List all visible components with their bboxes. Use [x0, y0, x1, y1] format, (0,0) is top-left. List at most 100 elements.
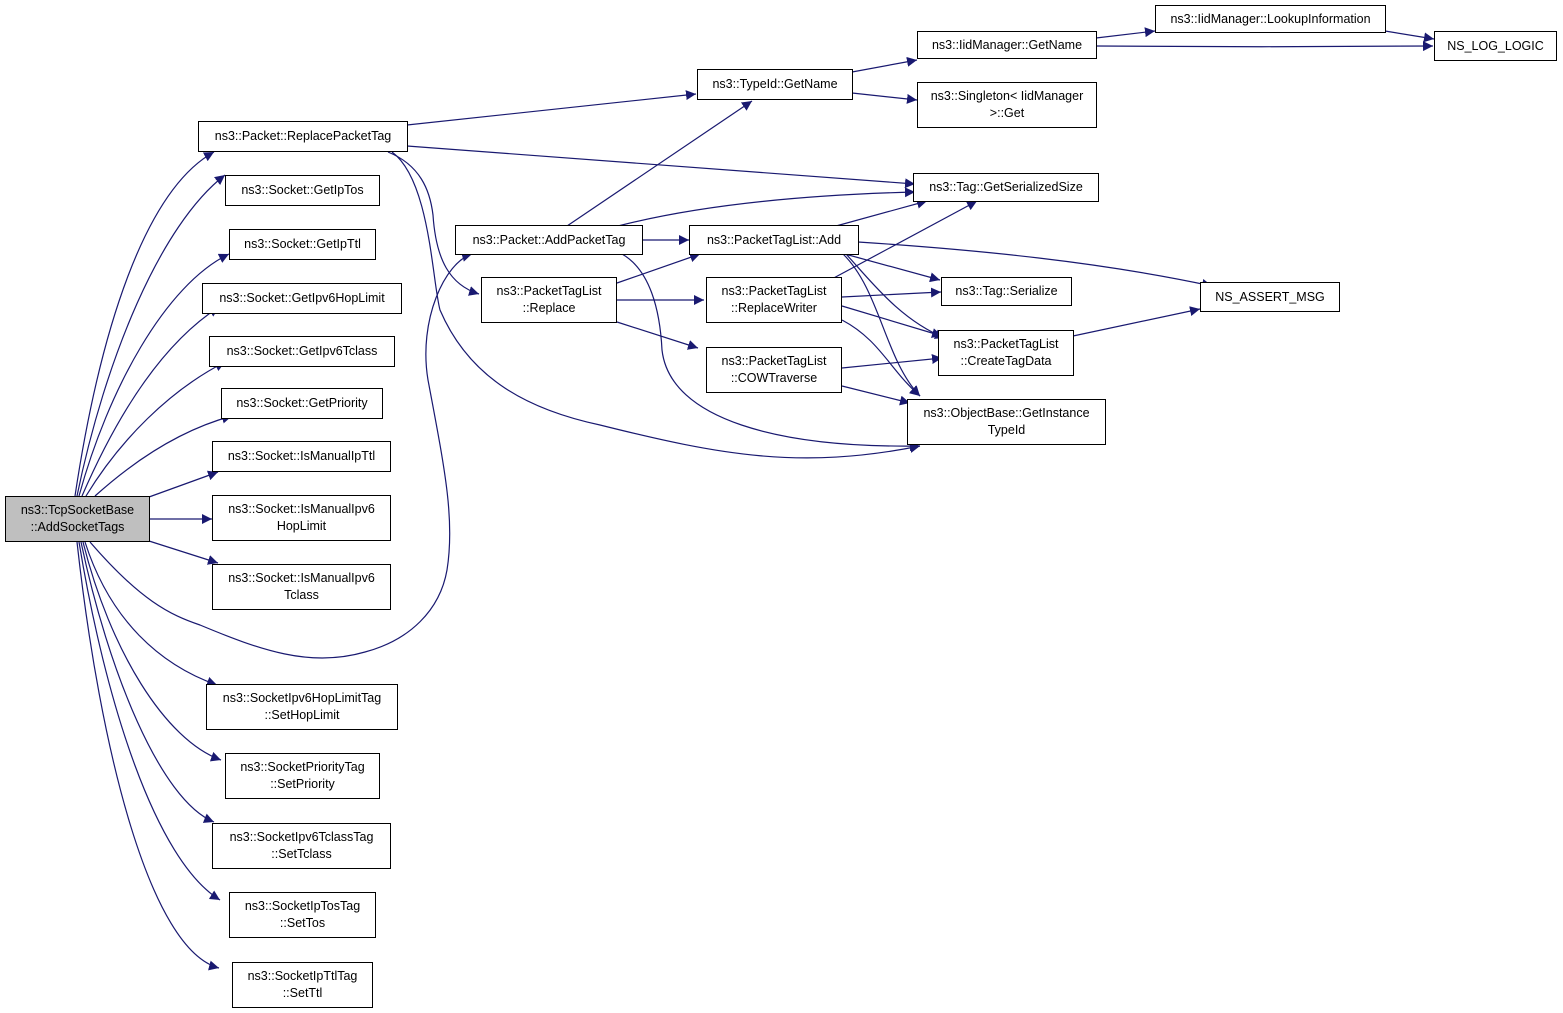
edge-root-is-manual-ipv6-tclass — [148, 540, 219, 565]
edge-iid-get-name-ns-log-logic — [1095, 41, 1434, 52]
node-socket-ipv6-tclass-tag-set-tclass[interactable]: ns3::SocketIpv6TclassTag::SetTclass — [212, 823, 391, 869]
node-label-line: ns3::TypeId::GetName — [712, 77, 838, 91]
node-socket-get-ip-tos[interactable]: ns3::Socket::GetIpTos — [225, 175, 380, 206]
node-tcp-socket-base-add-socket-tags[interactable]: ns3::TcpSocketBase::AddSocketTags — [5, 496, 150, 542]
node-packet-tag-list-replace-writer[interactable]: ns3::PacketTagList::ReplaceWriter — [706, 277, 842, 323]
edge-root-get-ipv6-hop-limit — [81, 306, 220, 497]
node-socket-priority-tag-set-priority[interactable]: ns3::SocketPriorityTag::SetPriority — [225, 753, 380, 799]
edge-root-get-ip-ttl — [78, 253, 230, 497]
node-label-line: ns3::Tag::GetSerializedSize — [929, 180, 1083, 194]
node-socket-is-manual-ip-ttl[interactable]: ns3::Socket::IsManualIpTtl — [212, 441, 391, 472]
node-label-line: ns3::SocketIpTosTag — [244, 899, 361, 913]
node-label-line: ns3::IidManager::LookupInformation — [1170, 11, 1371, 26]
edge-root-get-priority — [94, 413, 233, 497]
edge-root-set-tos — [78, 541, 221, 901]
edge-cow-traverse-create-tag-data — [841, 354, 943, 369]
node-label-line: ns3::Tag::Serialize — [955, 284, 1058, 298]
node-label-line: ::COWTraverse — [730, 371, 818, 385]
node-packet-tag-list-cow-traverse[interactable]: ns3::PacketTagList::COWTraverse — [706, 347, 842, 393]
node-socket-ip-ttl-tag-set-ttl[interactable]: ns3::SocketIpTtlTag::SetTtl — [232, 962, 373, 1008]
edge-cow-traverse-object-base — [841, 385, 911, 406]
node-label-line: ns3::IidManager::GetName — [931, 37, 1083, 52]
node-socket-ip-tos-tag-set-tos[interactable]: ns3::SocketIpTosTag::SetTos — [229, 892, 376, 938]
node-socket-get-priority[interactable]: ns3::Socket::GetPriority — [221, 388, 383, 419]
node-label-line: ns3::TcpSocketBase — [20, 503, 135, 517]
node-packet-add-packet-tag[interactable]: ns3::Packet::AddPacketTag — [455, 225, 643, 255]
node-label-line: NS_ASSERT_MSG — [1215, 289, 1325, 304]
edge-typeid-get-name-singleton-get — [851, 92, 918, 104]
node-label-line: ns3::PacketTagList — [721, 354, 827, 368]
node-label-line: ns3::Singleton< IidManager — [930, 89, 1084, 103]
node-label-line: ::AddSocketTags — [30, 520, 125, 534]
node-socket-get-ipv6-hop-limit[interactable]: ns3::Socket::GetIpv6HopLimit — [202, 283, 402, 314]
edge-create-tag-data-ns-assert-msg — [1072, 306, 1201, 337]
edge-ptl-add-object-base — [842, 253, 921, 397]
node-label-line: ns3::Socket::IsManualIpv6 — [228, 571, 375, 585]
node-socket-get-ipv6-tclass[interactable]: ns3::Socket::GetIpv6Tclass — [209, 336, 395, 367]
edge-ptl-replace-ptl-add — [616, 252, 701, 284]
node-label-line: ns3::Socket::IsManualIpv6 — [228, 502, 375, 516]
node-label-line: ns3::PacketTagList — [953, 337, 1059, 351]
node-label-line: ns3::PacketTagList — [721, 284, 827, 298]
edge-root-replace-packet-tag — [74, 151, 215, 497]
edge-replace-packet-tag-ptl-replace — [387, 151, 480, 296]
node-label-line: ::SetTtl — [282, 986, 323, 1000]
node-iid-manager-lookup-information[interactable]: ns3::IidManager::LookupInformation — [1155, 5, 1386, 33]
node-label-line: ::Replace — [522, 301, 576, 315]
node-typeid-get-name[interactable]: ns3::TypeId::GetName — [697, 69, 853, 100]
node-singleton-iid-manager-get[interactable]: ns3::Singleton< IidManager>::Get — [917, 82, 1097, 128]
node-label-line: ns3::SocketIpv6TclassTag — [229, 830, 374, 844]
node-label-line: ns3::Socket::GetIpv6Tclass — [226, 344, 378, 358]
node-packet-tag-list-replace[interactable]: ns3::PacketTagList::Replace — [481, 277, 617, 323]
edge-iid-get-name-lookup-information — [1095, 27, 1156, 39]
node-iid-manager-get-name[interactable]: ns3::IidManager::GetName — [917, 31, 1097, 59]
node-label-line: TypeId — [987, 423, 1026, 437]
edge-root-set-hop-limit — [84, 541, 218, 687]
node-label-line: ::SetTclass — [271, 847, 332, 861]
node-label-line: ns3::PacketTagList — [496, 284, 602, 298]
edge-root-add-packet-tag — [89, 252, 473, 659]
node-label-line: ns3::SocketPriorityTag — [240, 760, 365, 774]
node-label-line: >::Get — [989, 106, 1025, 120]
edge-replace-packet-tag-tag-get-serialized-size — [406, 145, 916, 189]
edge-ptl-add-create-tag-data — [845, 253, 946, 339]
node-ns-log-logic[interactable]: NS_LOG_LOGIC — [1434, 31, 1557, 61]
edge-replace-writer-tag-serialize — [841, 287, 942, 298]
node-label-line: ::SetTos — [279, 916, 326, 930]
node-label-line: ns3::Packet::AddPacketTag — [472, 232, 626, 247]
edge-root-get-ip-tos — [76, 174, 226, 497]
edge-root-set-ttl — [76, 541, 220, 971]
edge-replace-packet-tag-typeid-get-name — [406, 90, 697, 126]
edge-root-get-ipv6-tclass — [85, 361, 226, 497]
edge-ptl-replace-cow-traverse — [616, 321, 699, 350]
node-label-line: ns3::Socket::GetIpTos — [241, 183, 364, 197]
edge-replace-writer-object-base — [841, 319, 921, 397]
edge-replace-packet-tag-object-base — [391, 151, 921, 459]
edge-ptl-add-ns-assert-msg — [857, 241, 1213, 289]
node-packet-tag-list-add[interactable]: ns3::PacketTagList::Add — [689, 225, 859, 255]
node-label-line: ns3::PacketTagList::Add — [706, 232, 842, 247]
edge-add-packet-tag-typeid-get-name — [566, 100, 753, 227]
node-label-line: ns3::SocketIpTtlTag — [247, 969, 358, 983]
edge-root-is-manual-ip-ttl — [148, 470, 219, 498]
edge-root-set-tclass — [80, 541, 215, 823]
node-ns-assert-msg[interactable]: NS_ASSERT_MSG — [1200, 282, 1340, 312]
node-label-line: ns3::Packet::ReplacePacketTag — [214, 129, 392, 143]
node-tag-get-serialized-size[interactable]: ns3::Tag::GetSerializedSize — [913, 173, 1099, 202]
node-label-line: ::SetPriority — [270, 777, 335, 791]
node-socket-get-ip-ttl[interactable]: ns3::Socket::GetIpTtl — [229, 229, 376, 260]
node-packet-replace-packet-tag[interactable]: ns3::Packet::ReplacePacketTag — [198, 121, 408, 152]
node-label-line: HopLimit — [276, 519, 327, 533]
node-label-line: ::CreateTagData — [960, 354, 1052, 368]
node-packet-tag-list-create-tag-data[interactable]: ns3::PacketTagList::CreateTagData — [938, 330, 1074, 376]
edge-replace-writer-tag-get-serialized-size — [829, 200, 978, 281]
node-label-line: ::ReplaceWriter — [731, 301, 817, 315]
node-socket-ipv6-hop-limit-tag-set-hop-limit[interactable]: ns3::SocketIpv6HopLimitTag::SetHopLimit — [206, 684, 398, 730]
node-label-line: ns3::Socket::IsManualIpTtl — [227, 449, 376, 463]
edge-lookup-information-ns-log-logic — [1384, 30, 1435, 43]
node-tag-serialize[interactable]: ns3::Tag::Serialize — [941, 277, 1072, 306]
